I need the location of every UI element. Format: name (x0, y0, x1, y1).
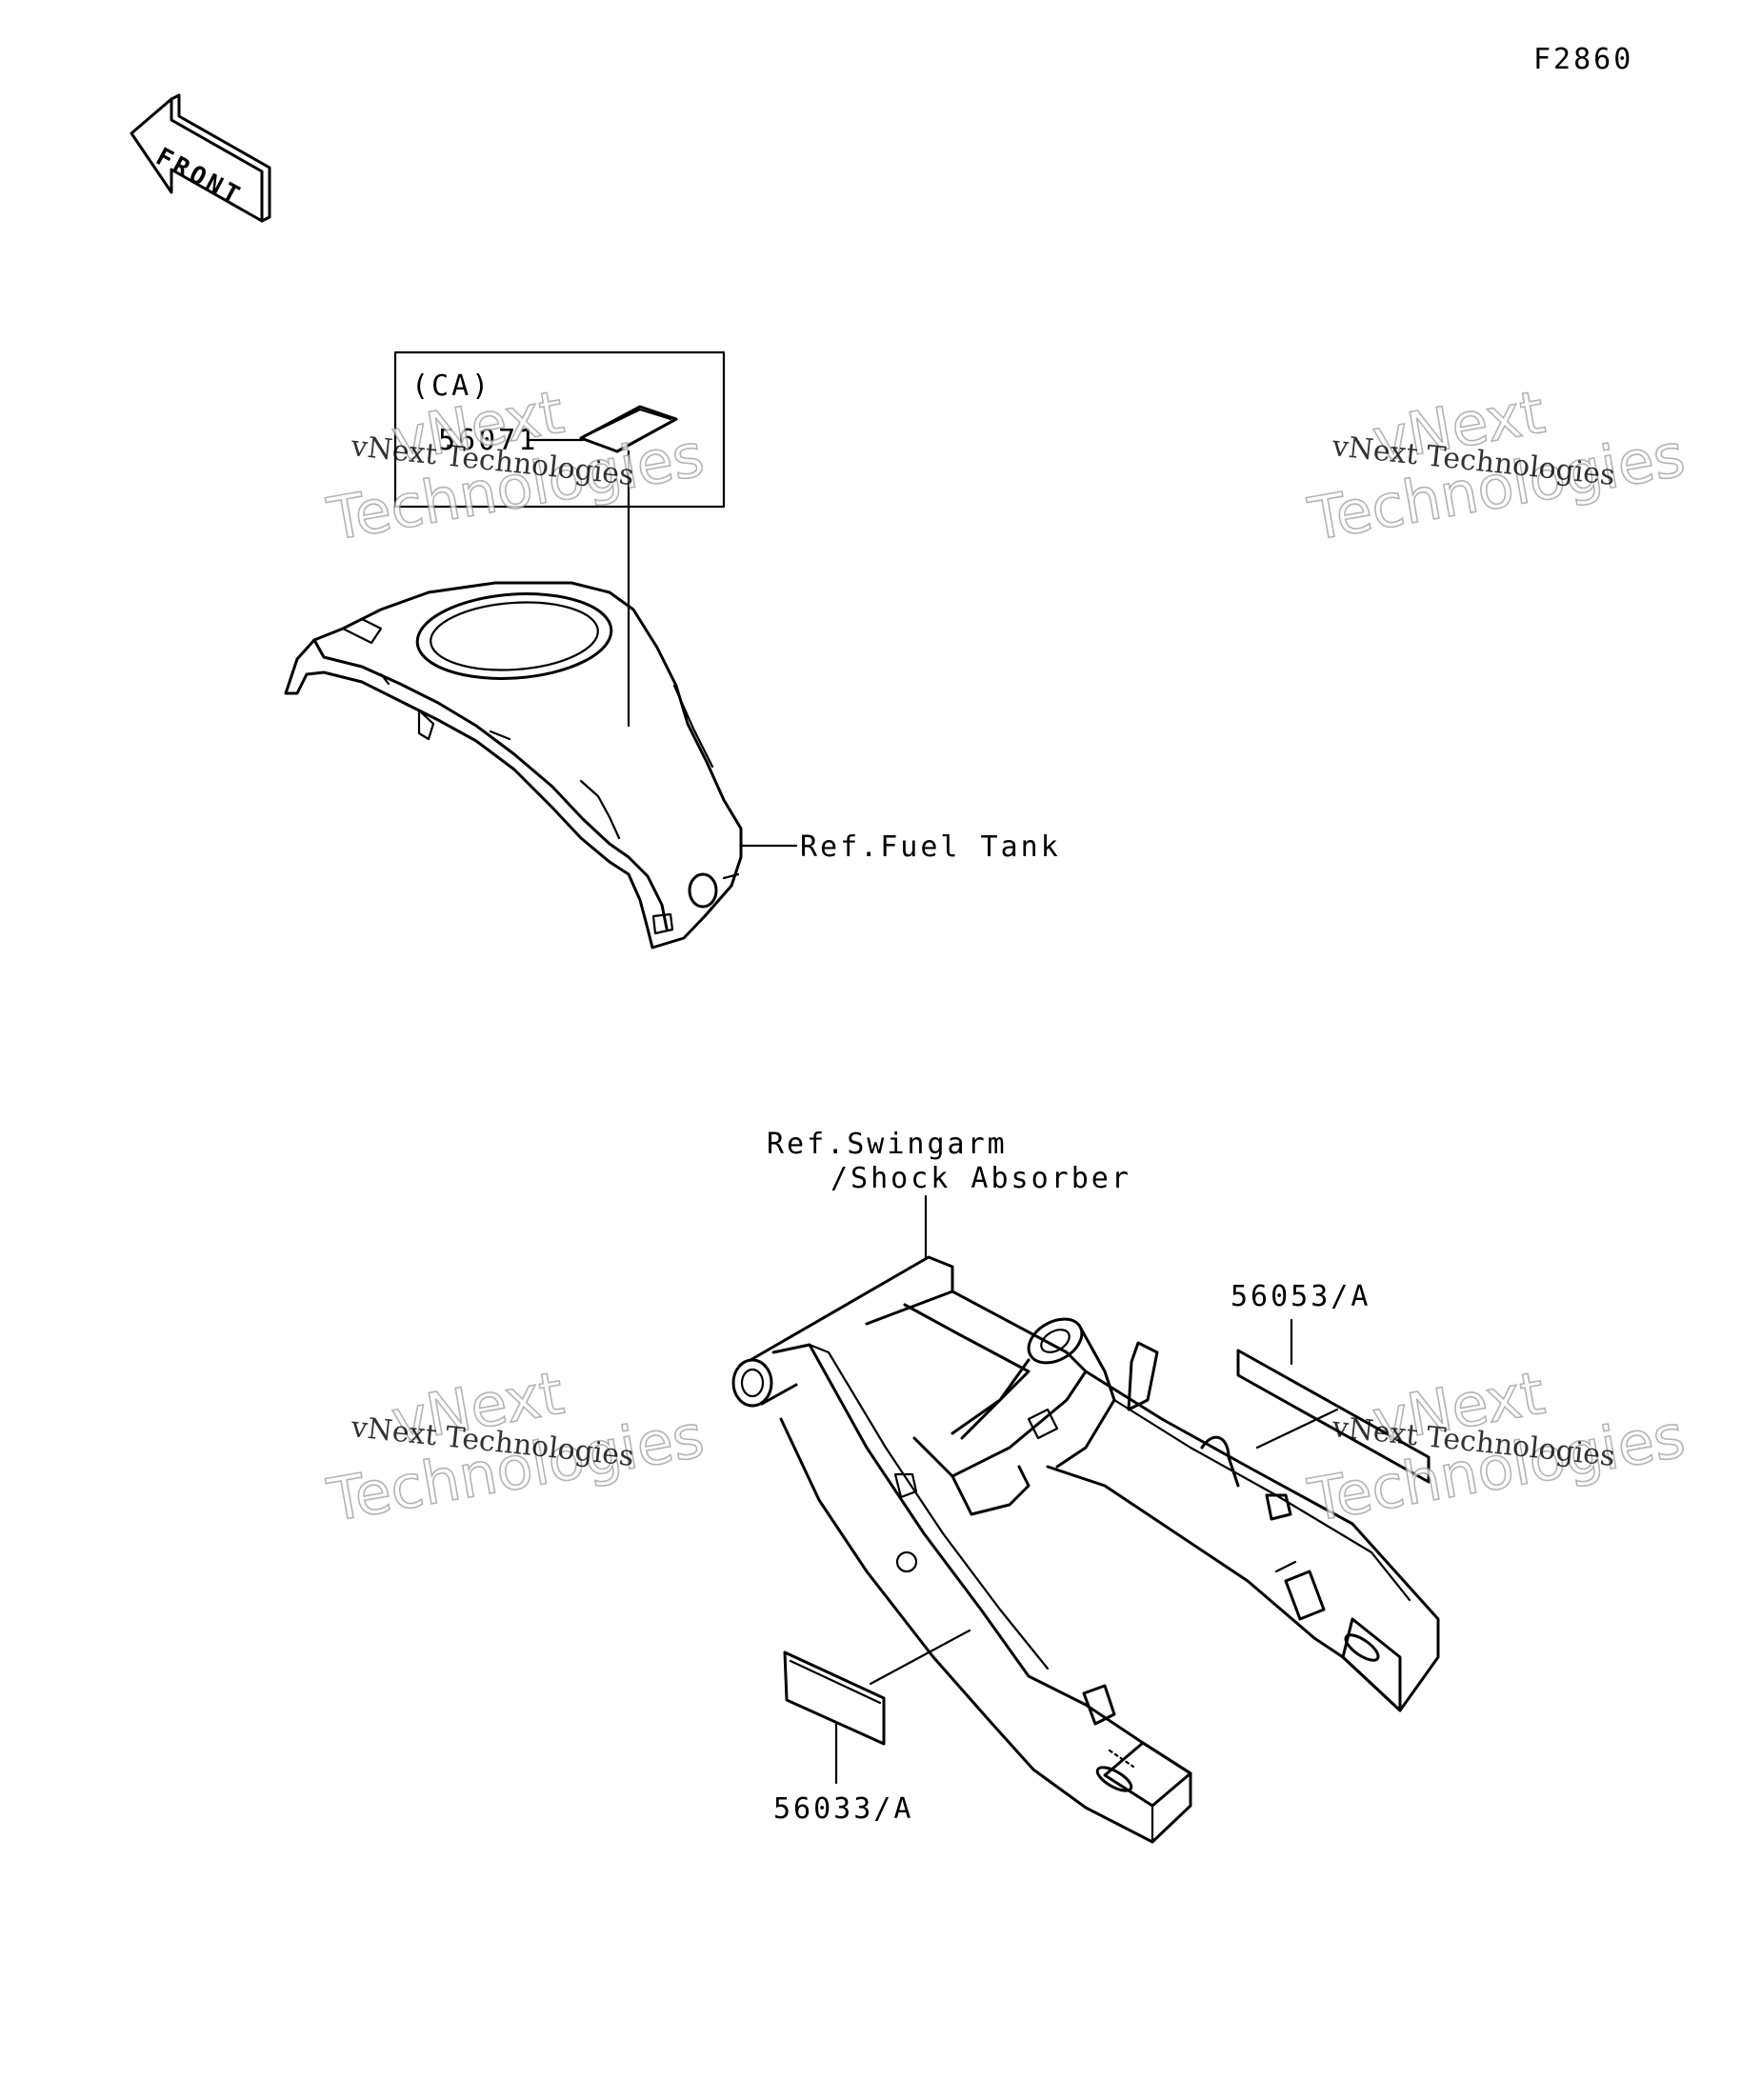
part-56071-label: 56071 (438, 424, 538, 457)
part-56033-label: 56033/A (773, 1792, 913, 1826)
part-56053-label: 56053/A (1231, 1280, 1371, 1313)
figure-code: F2860 (1533, 43, 1633, 76)
front-arrow-label: FRONT (151, 143, 248, 212)
svg-text:vNext: vNext (387, 377, 569, 475)
front-arrow-icon: FRONT (130, 93, 271, 223)
inset-label: (CA) (411, 370, 491, 403)
fuel-tank-cover-drawing (284, 581, 743, 950)
ref-shock-absorber-label: /Shock Absorber (830, 1162, 1131, 1195)
ca-inset-box: (CA) (393, 350, 726, 728)
label-56053-drawing (1236, 1318, 1431, 1484)
swingarm-drawing (731, 1255, 1440, 1844)
label-56033-drawing (783, 1629, 971, 1785)
ref-swingarm-label: Ref.Swingarm (767, 1128, 1008, 1161)
ref-fuel-tank-label: Ref.Fuel Tank (800, 830, 1061, 864)
